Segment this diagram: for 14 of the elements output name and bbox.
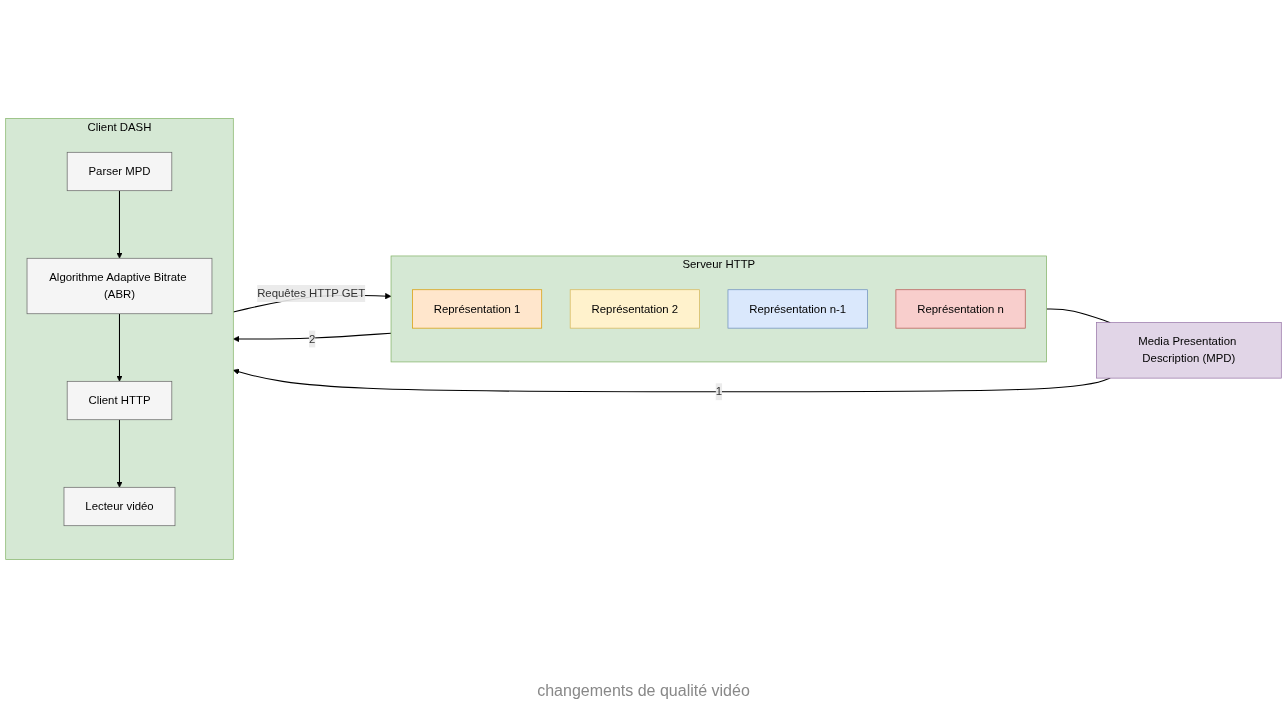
arrow [116, 419, 123, 488]
process-box: Parser MPD [66, 151, 173, 192]
process-box: Représentation n-1 [727, 289, 868, 329]
arrow [233, 332, 392, 343]
process-box: Client HTTP [66, 380, 173, 421]
process-box: Lecteur vidéo [63, 486, 176, 527]
process-box: Représentation n [895, 289, 1026, 329]
process-box: Représentation 2 [569, 289, 700, 329]
arrow [116, 190, 123, 259]
process-box: Media Presentation Description (MPD) [1096, 322, 1282, 379]
note-text: changements de qualité vidéo [537, 682, 750, 699]
arrow [116, 313, 123, 382]
process-box: Représentation 1 [412, 289, 543, 329]
process-box: Algorithme Adaptive Bitrate (ABR) [26, 257, 213, 315]
